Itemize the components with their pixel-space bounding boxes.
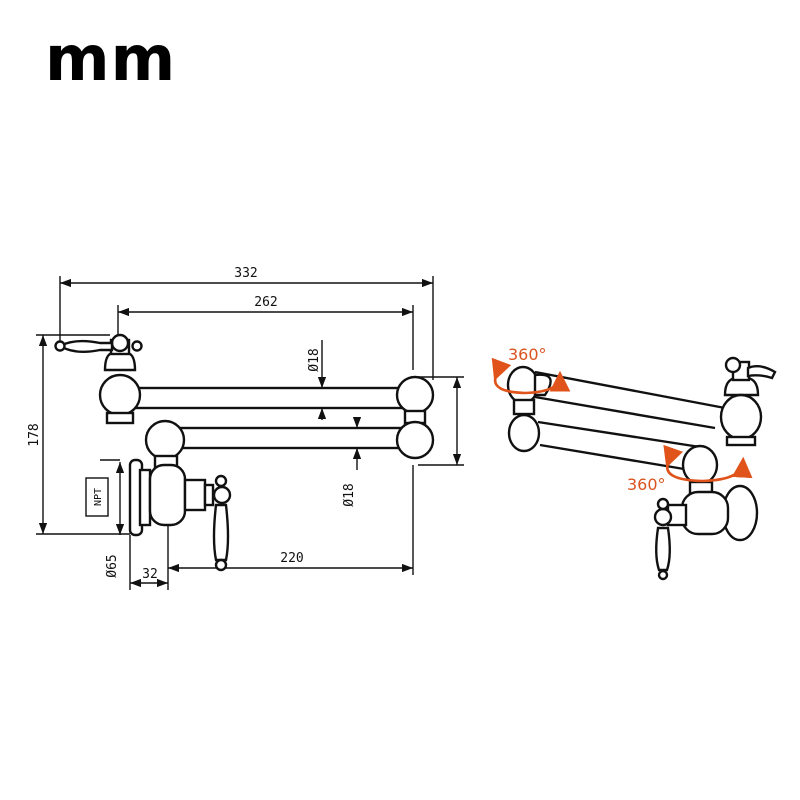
rotation-label-base: 360° (627, 475, 666, 494)
dim-escutcheon-diameter: Ø65 (105, 554, 120, 577)
side-view: 332 262 220 32 178 Ø18 Ø18 Ø65 NPT (27, 266, 464, 590)
npt-box (85, 477, 109, 517)
npt-label: NPT (93, 488, 104, 506)
dim-upper-arm-length: 262 (254, 295, 277, 310)
dim-height: 178 (27, 423, 42, 446)
dim-lower-arm-length: 220 (280, 551, 303, 566)
dim-wall-offset: 32 (142, 567, 158, 582)
unit-label: mm (45, 22, 177, 95)
dimension-lines (38, 278, 462, 588)
perspective-view: 360° 360° (491, 345, 777, 581)
rotation-arrow-top (491, 357, 571, 395)
upper-spout-arm (54, 333, 435, 425)
dim-overall-length: 332 (234, 266, 257, 281)
dim-upper-pipe-diameter: Ø18 (307, 348, 322, 371)
dim-lower-pipe-diameter: Ø18 (342, 483, 357, 506)
rotation-label-top: 360° (508, 345, 547, 364)
lower-spout-arm (128, 419, 435, 572)
rotation-arrow-base (663, 444, 753, 483)
